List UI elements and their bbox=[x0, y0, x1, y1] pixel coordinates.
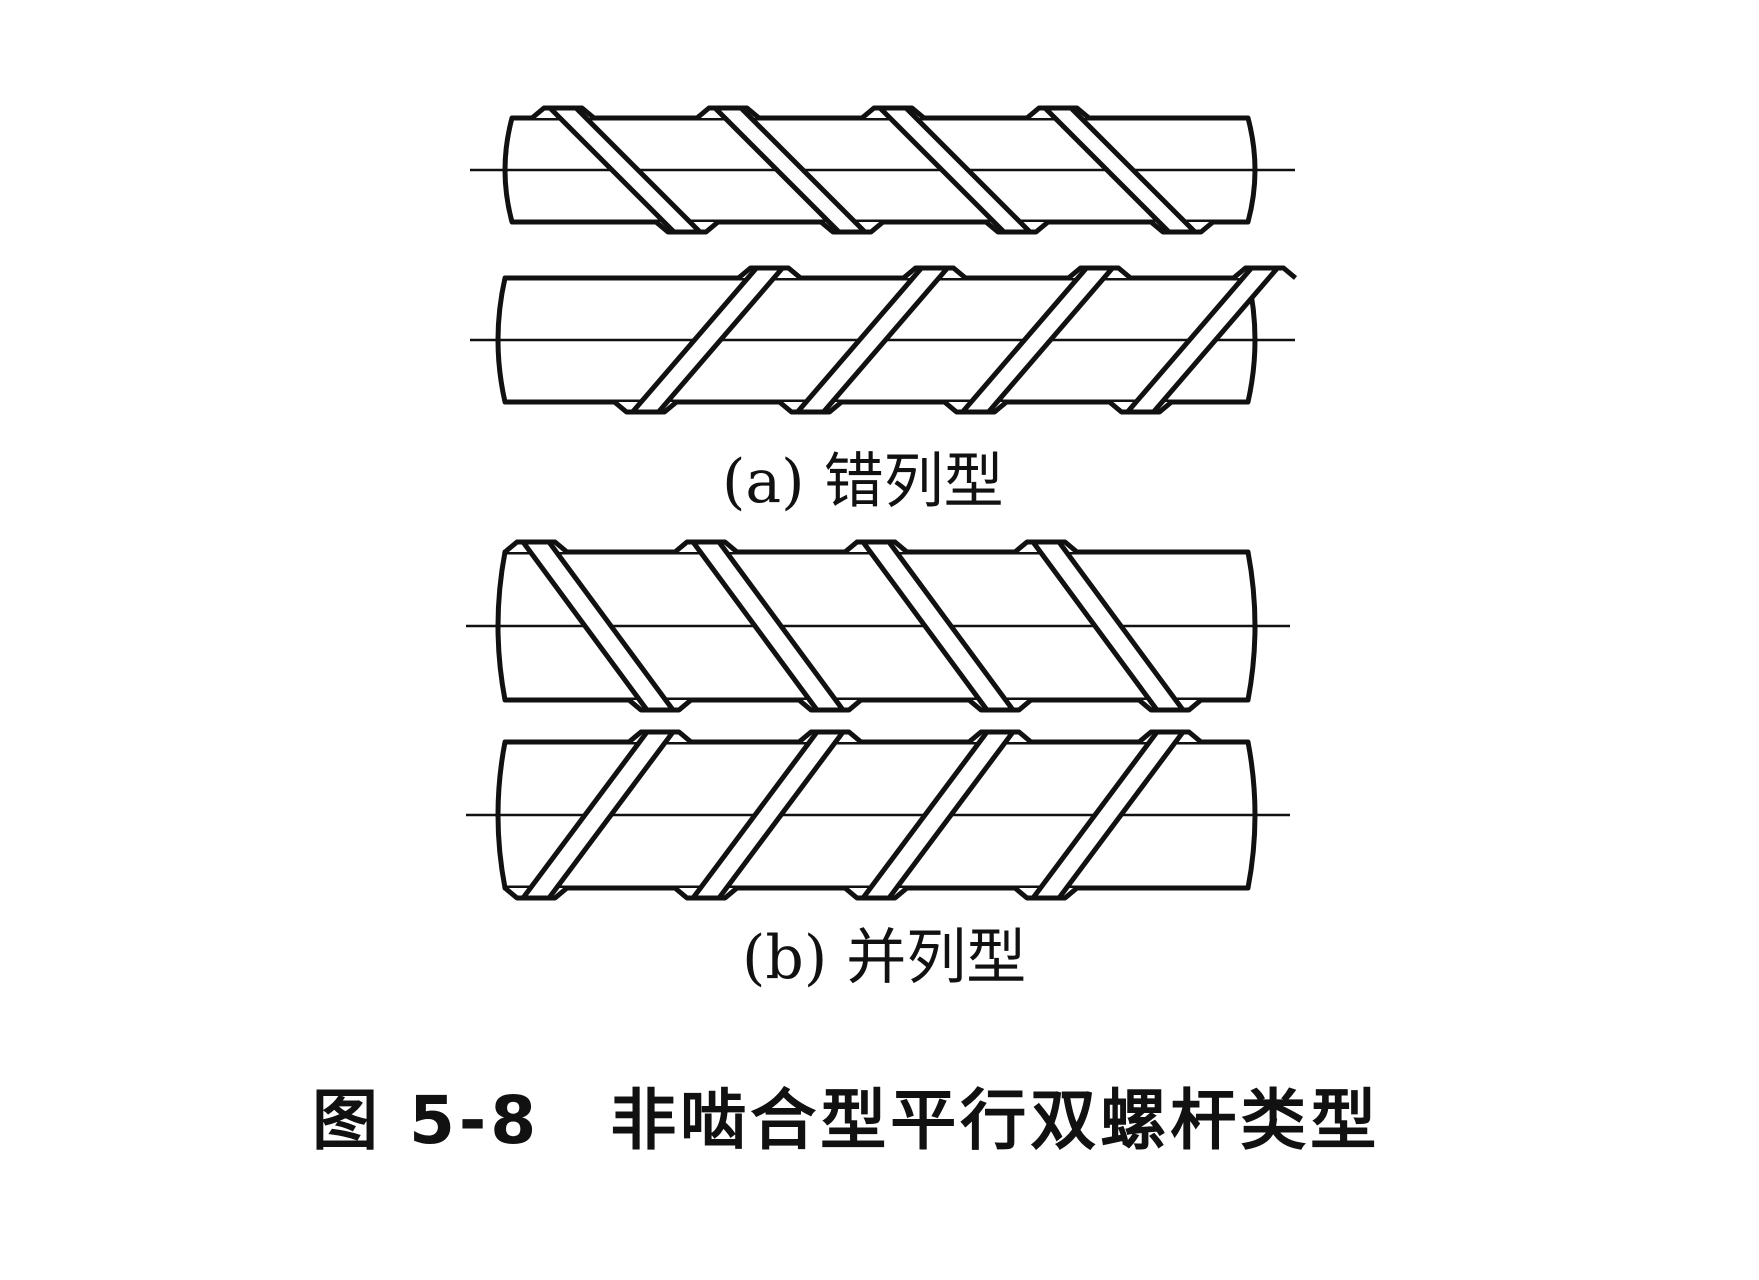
screw-flight bbox=[960, 265, 1115, 415]
screws-layer bbox=[466, 105, 1298, 901]
screw-flight bbox=[860, 539, 1016, 713]
screw-flight bbox=[1030, 539, 1186, 713]
screw-flight bbox=[690, 729, 846, 901]
figure-title: 非啮合型平行双螺杆类型 bbox=[610, 1082, 1381, 1159]
screw-flight bbox=[547, 105, 703, 235]
screw-b-2 bbox=[466, 729, 1290, 901]
screw-root-body bbox=[495, 549, 1258, 703]
screw-flight bbox=[712, 105, 868, 235]
screw-a-2 bbox=[470, 265, 1298, 415]
panel-b bbox=[466, 539, 1290, 901]
screw-flight bbox=[877, 105, 1033, 235]
screw-flight bbox=[795, 265, 950, 415]
screw-b-1 bbox=[466, 539, 1290, 713]
screw-root-body bbox=[502, 115, 1258, 225]
screw-flight bbox=[520, 539, 676, 713]
figure-number: 图 5-8 bbox=[312, 1082, 541, 1159]
screw-flight bbox=[1030, 729, 1186, 901]
panel-a bbox=[470, 105, 1298, 415]
screw-flight bbox=[860, 729, 1016, 901]
screw-root-body bbox=[495, 739, 1258, 891]
panel-a-label: (a) 错列型 bbox=[722, 447, 1004, 517]
screw-flight bbox=[1125, 265, 1280, 415]
screw-flight bbox=[690, 539, 846, 713]
screw-flight bbox=[1042, 105, 1198, 235]
screw-a-1 bbox=[470, 105, 1295, 235]
screw-flight bbox=[630, 265, 785, 415]
screw-root-body bbox=[495, 275, 1258, 405]
panel-b-label: (b) 并列型 bbox=[742, 923, 1027, 993]
screw-flight bbox=[520, 729, 676, 901]
